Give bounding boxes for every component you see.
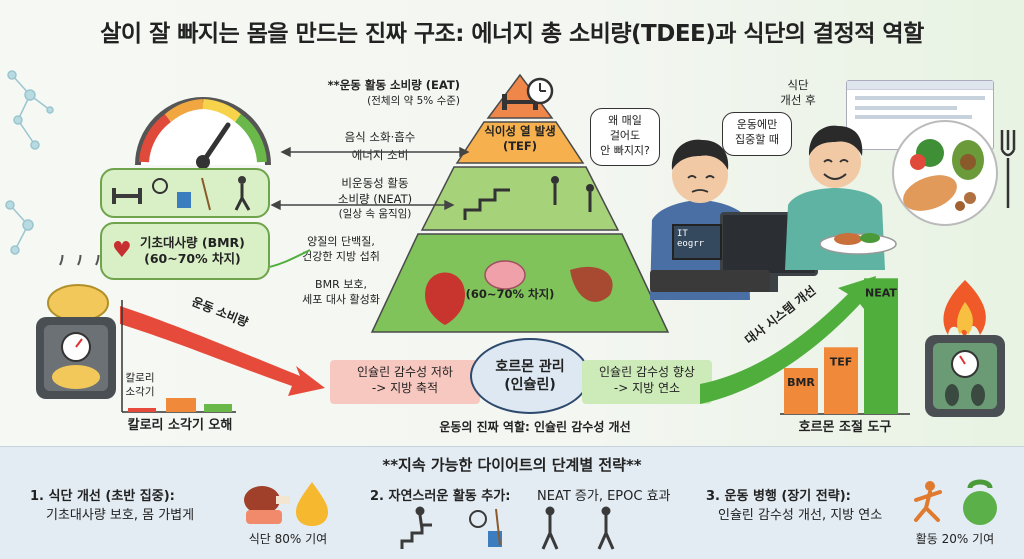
strategy-panel <box>0 446 1024 559</box>
neat-label-1: 비운동성 활동 <box>341 176 409 190</box>
insulin-low-box: 인슐린 감수성 저하 -> 지방 축적 <box>330 360 480 404</box>
strategy-1-title: 1. 식단 개선 (초반 집중): <box>30 489 175 504</box>
insulin-high-box: 인슐린 감수성 향상 -> 지방 연소 <box>582 360 712 404</box>
pyramid-connector-arrows <box>270 146 470 268</box>
happy-man-illustration <box>785 125 885 270</box>
bmr-desc-1: 양질의 단백질, <box>307 235 375 248</box>
bmr-layer-label: (60~70% 차지) <box>465 287 555 301</box>
strategy-3-sub: 인슐린 감수성 개선, 지방 연소 <box>718 508 883 523</box>
diet-after-label: 식단 개선 후 <box>780 78 816 107</box>
bar-tef <box>824 347 858 414</box>
hormone-bar-chart: BMR TEF NEAT <box>780 278 910 415</box>
hormone-title: 호르몬 관리 <box>495 358 565 375</box>
runner-kettlebell-icon <box>914 479 997 525</box>
calorie-small-label-1: 칼로리 <box>125 372 155 384</box>
laptop-screen: IT eogrr <box>672 224 722 260</box>
metabolism-gauge-icon <box>135 97 271 169</box>
bmr-desc-2: 건강한 지방 섭취 <box>302 250 380 263</box>
bmr-box-share: (60~70% 차지) <box>144 251 241 266</box>
strategy-3-title: 3. 운동 병행 (장기 전략): <box>706 489 851 504</box>
hormone-sub: (인슐린) <box>504 377 556 393</box>
scale-with-flame-icon <box>925 280 1005 417</box>
browser-window-mockup <box>846 80 994 150</box>
right-caption: 호르몬 조절 도구 <box>798 420 892 435</box>
bmr-box-title: 기초대사량 (BMR) <box>140 234 245 250</box>
bmr-desc-3: BMR 보호, <box>315 278 367 291</box>
activity-pill <box>100 168 270 218</box>
strategy-title: **지속 가능한 다이어트의 단계별 전략** <box>382 456 642 474</box>
strategy-2-sub: NEAT 증가, EPOC 효과 <box>537 489 671 504</box>
eat-sub: (전체의 약 5% 수준) <box>367 95 460 107</box>
bmr-desc-4: 세포 대사 활성화 <box>302 293 380 306</box>
fork-icon <box>1000 130 1016 208</box>
neat-sub: (일상 속 움직임) <box>338 208 412 220</box>
pyramid-neat-layer <box>420 166 620 231</box>
scale-with-food-icon <box>36 255 116 399</box>
tef-desc-1: 음식 소화·흡수 <box>344 130 416 144</box>
molecule-decoration-icon <box>5 70 54 255</box>
tef-layer-label-1: 식이성 열 발생 <box>484 124 556 138</box>
calorie-small-label-2: 소각기 <box>125 386 155 398</box>
bar-label-bmr: BMR <box>787 376 815 389</box>
strategy-1-sub: 기초대사량 보호, 몸 가볍게 <box>46 508 195 523</box>
strategy-3-foot: 활동 20% 기여 <box>915 532 995 546</box>
bar-label-tef: TEF <box>830 355 853 368</box>
hormone-management-circle: 호르몬 관리 (인슐린) <box>470 338 590 414</box>
clock-icon <box>526 77 554 105</box>
bar-neat <box>864 278 898 414</box>
green-arrow-metabolism <box>700 276 876 404</box>
bmr-box: ♥ 기초대사량 (BMR) (60~70% 차지) <box>100 222 270 280</box>
tef-layer-label-2: (TEF) <box>502 139 538 153</box>
insulin-low-line-2: -> 지방 축적 <box>371 380 439 395</box>
meat-and-oil-icon <box>244 482 328 526</box>
calorie-mini-chart <box>121 300 236 413</box>
insulin-high-line-1: 인슐린 감수성 향상 <box>599 365 695 379</box>
heart-icon: ♥ <box>112 238 132 263</box>
insulin-low-line-1: 인슐린 감수성 저하 <box>357 365 453 379</box>
pyramid-tef-layer <box>455 121 585 164</box>
strategy-1-foot: 식단 80% 기여 <box>248 532 328 546</box>
tdee-pyramid <box>370 73 670 333</box>
page-title: 살이 잘 빠지는 몸을 만드는 진짜 구조: 에너지 총 소비량(TDEE)과 … <box>100 21 924 47</box>
hand-plate-icon <box>819 233 897 255</box>
strategy-2-title: 2. 자연스러운 활동 추가: <box>370 489 511 504</box>
bar-bmr <box>784 368 818 414</box>
activity-icons <box>112 176 251 211</box>
speech-bubble-why: 왜 매일 걸어도 안 빠지지? <box>590 108 660 166</box>
red-arrow-exercise <box>120 306 325 396</box>
left-caption: 칼로리 소각기 오해 <box>127 418 233 433</box>
speech-bubble-exercise-only: 운동에만 집중할 때 <box>722 112 792 156</box>
insulin-high-line-2: -> 지방 연소 <box>613 380 681 395</box>
daily-activity-icons <box>400 506 615 550</box>
bar-label-neat: NEAT <box>865 286 897 299</box>
neat-label-2: 소비량 (NEAT) <box>337 192 413 206</box>
keyboard <box>650 270 770 292</box>
eat-label: **운동 활동 소비량 (EAT) <box>327 78 460 92</box>
healthy-plate-icon <box>892 120 998 226</box>
center-caption: 운동의 진짜 역할: 인슐린 감수성 개선 <box>439 420 631 434</box>
